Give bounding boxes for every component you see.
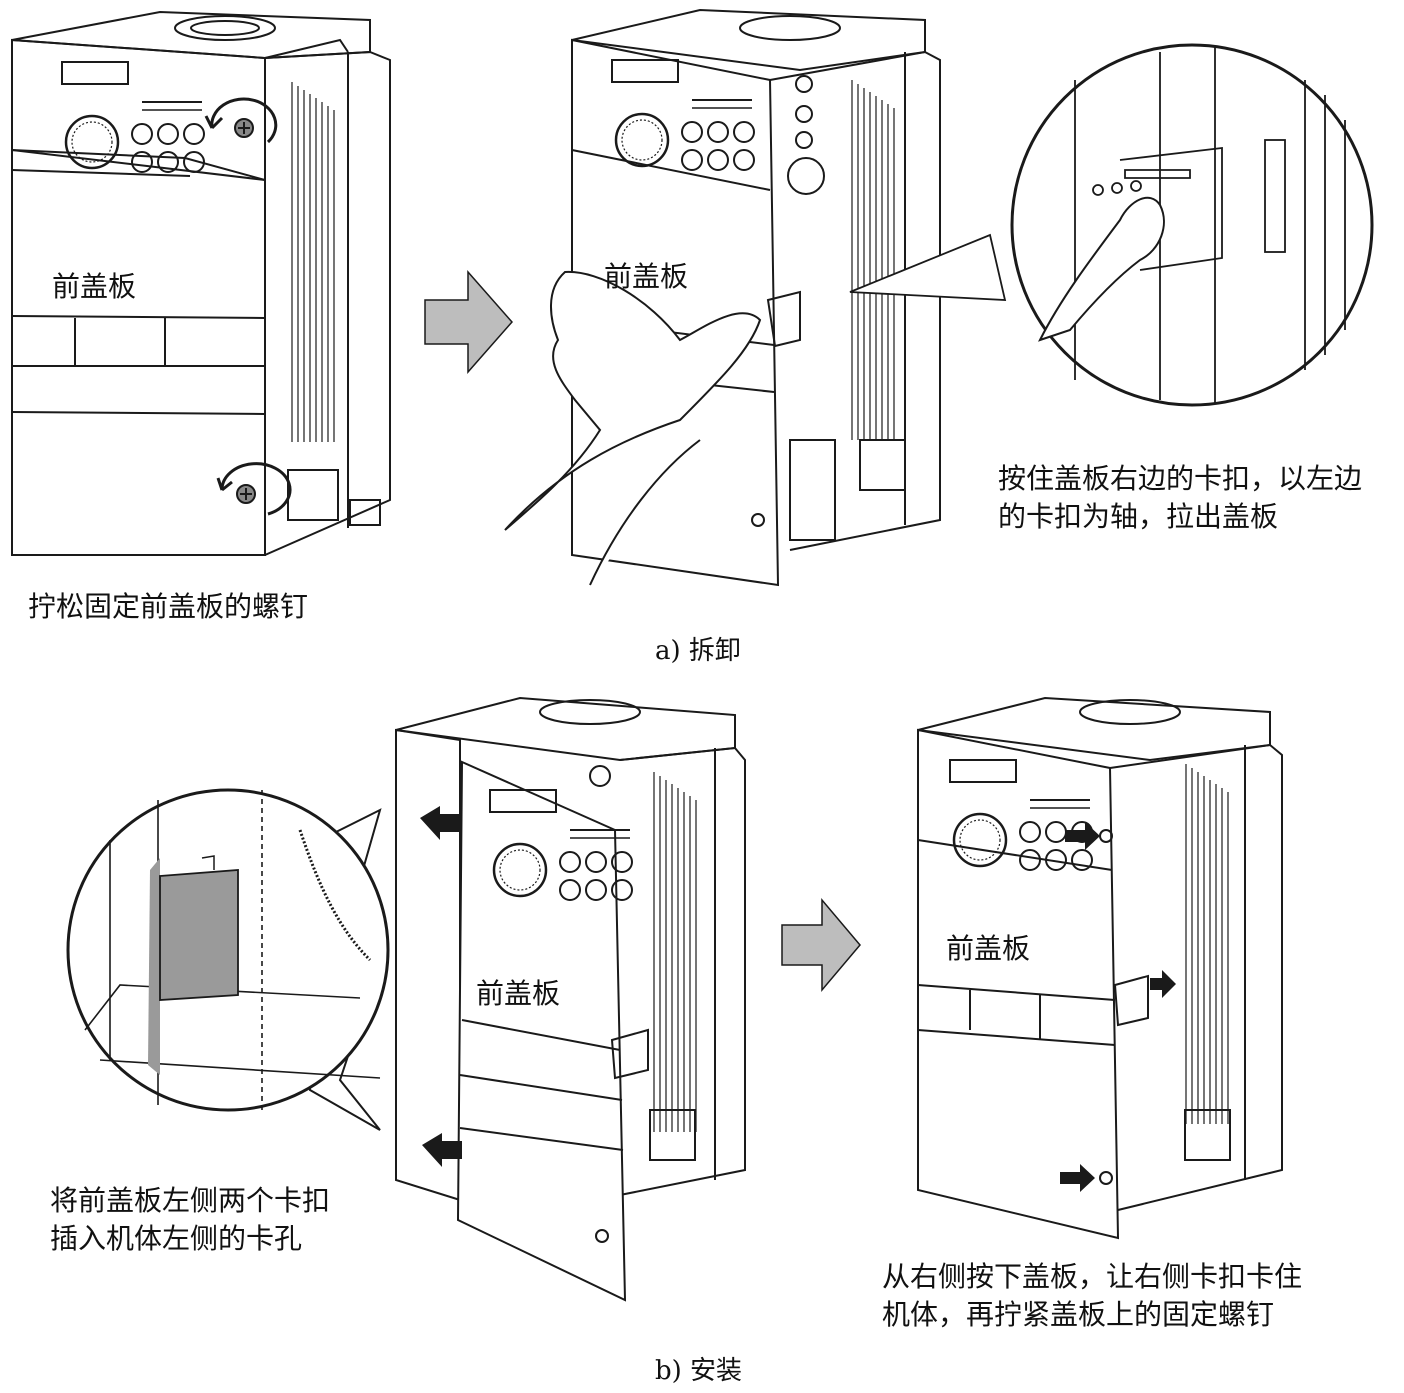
next-step-arrow-b	[781, 897, 861, 993]
side-vent-slots	[291, 81, 335, 443]
front-cover-label-a2: 前盖板	[604, 260, 689, 293]
magnified-clip-detail	[1010, 43, 1374, 407]
inverter-cover-inserting	[395, 696, 746, 1302]
step-pull-cover-text-line2: 的卡扣为轴，拉出盖板	[998, 500, 1279, 533]
screw-top-icon	[204, 97, 278, 144]
step-insert-tabs-text-line1: 将前盖板左侧两个卡扣	[50, 1184, 331, 1217]
operation-panel-icon	[610, 58, 756, 172]
caption-installation: b) 安装	[655, 1356, 743, 1386]
caption-removal: a) 拆卸	[655, 636, 741, 666]
operation-panel-icon	[948, 758, 1094, 872]
magnified-slot-detail	[66, 788, 390, 1131]
press-arrow-upper	[1065, 822, 1100, 850]
step-insert-tabs-text-line2: 插入机体左侧的卡孔	[50, 1222, 303, 1255]
front-cover-label-b1: 前盖板	[476, 977, 561, 1010]
insert-arrow-upper	[420, 806, 462, 840]
step-press-cover-text-line2: 机体，再拧紧盖板上的固定螺钉	[882, 1298, 1275, 1331]
screw-bottom-icon	[216, 462, 292, 516]
inverter-cover-installed	[917, 696, 1283, 1240]
side-vent-slots	[851, 79, 895, 441]
insert-arrow-lower	[422, 1133, 462, 1167]
press-arrow-lower	[1060, 1164, 1095, 1192]
next-step-arrow-a	[424, 270, 513, 374]
step-loosen-screws-text: 拧松固定前盖板的螺钉	[28, 590, 309, 623]
hand-icon	[504, 270, 762, 586]
side-vent-slots	[1185, 763, 1229, 1125]
front-cover-label-a1: 前盖板	[52, 270, 137, 303]
inverter-closed-front	[11, 10, 391, 556]
press-arrow-middle	[1150, 970, 1176, 998]
cover-tab	[159, 869, 239, 1001]
front-cover-label-b2: 前盖板	[946, 932, 1031, 965]
step-press-cover-text-line1: 从右侧按下盖板，让右侧卡扣卡住	[882, 1260, 1303, 1293]
callout-pointer	[849, 233, 1007, 301]
side-vent-slots	[653, 771, 697, 1133]
step-pull-cover-text-line1: 按住盖板右边的卡扣，以左边	[998, 462, 1363, 495]
